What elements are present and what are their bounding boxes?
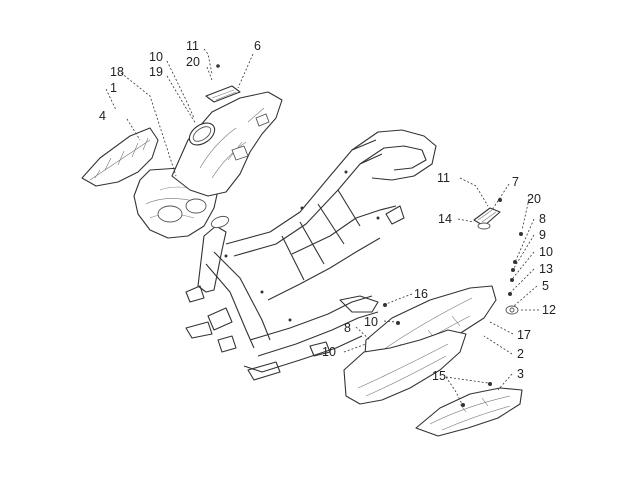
part-6-grille xyxy=(205,85,241,103)
callout-1: 1 xyxy=(110,81,117,95)
callout-10-right: 10 xyxy=(539,245,553,259)
callout-7: 7 xyxy=(512,175,519,189)
part-3-underbody-plate xyxy=(415,387,523,437)
callout-labels: 11 6 10 20 19 18 1 4 11 7 20 14 8 9 10 1… xyxy=(99,39,556,383)
part-19-gasket xyxy=(188,122,216,146)
callout-4: 4 xyxy=(99,109,106,123)
callout-20-right: 20 xyxy=(527,192,541,206)
callout-10-top: 10 xyxy=(149,50,163,64)
callout-11-right: 11 xyxy=(437,171,450,185)
part-4-side-panel xyxy=(81,127,159,187)
callout-2: 2 xyxy=(517,347,524,361)
callout-6: 6 xyxy=(254,39,261,53)
callout-3: 3 xyxy=(517,367,524,381)
callout-14: 14 xyxy=(438,212,452,226)
callout-15: 15 xyxy=(432,369,446,383)
callout-5: 5 xyxy=(542,279,549,293)
callout-8-left: 8 xyxy=(344,321,351,335)
callout-17: 17 xyxy=(517,328,531,342)
lower-side-cover xyxy=(343,329,467,405)
callout-19: 19 xyxy=(149,65,163,79)
leader-lines xyxy=(105,48,539,405)
callout-18: 18 xyxy=(110,65,124,79)
callout-16: 16 xyxy=(414,287,428,301)
callout-10-mid: 10 xyxy=(364,315,378,329)
callout-9: 9 xyxy=(539,228,546,242)
callout-11-top: 11 xyxy=(186,39,199,53)
upper-leg-shield xyxy=(171,91,283,197)
callout-12: 12 xyxy=(542,303,556,317)
callout-8-right: 8 xyxy=(539,212,546,226)
callout-10-left: 10 xyxy=(322,345,336,359)
callout-13: 13 xyxy=(539,262,553,276)
callout-20-top: 20 xyxy=(186,55,200,69)
scooter-frame xyxy=(185,129,437,381)
hardware-set xyxy=(216,64,523,407)
part-7-grille xyxy=(473,207,501,230)
